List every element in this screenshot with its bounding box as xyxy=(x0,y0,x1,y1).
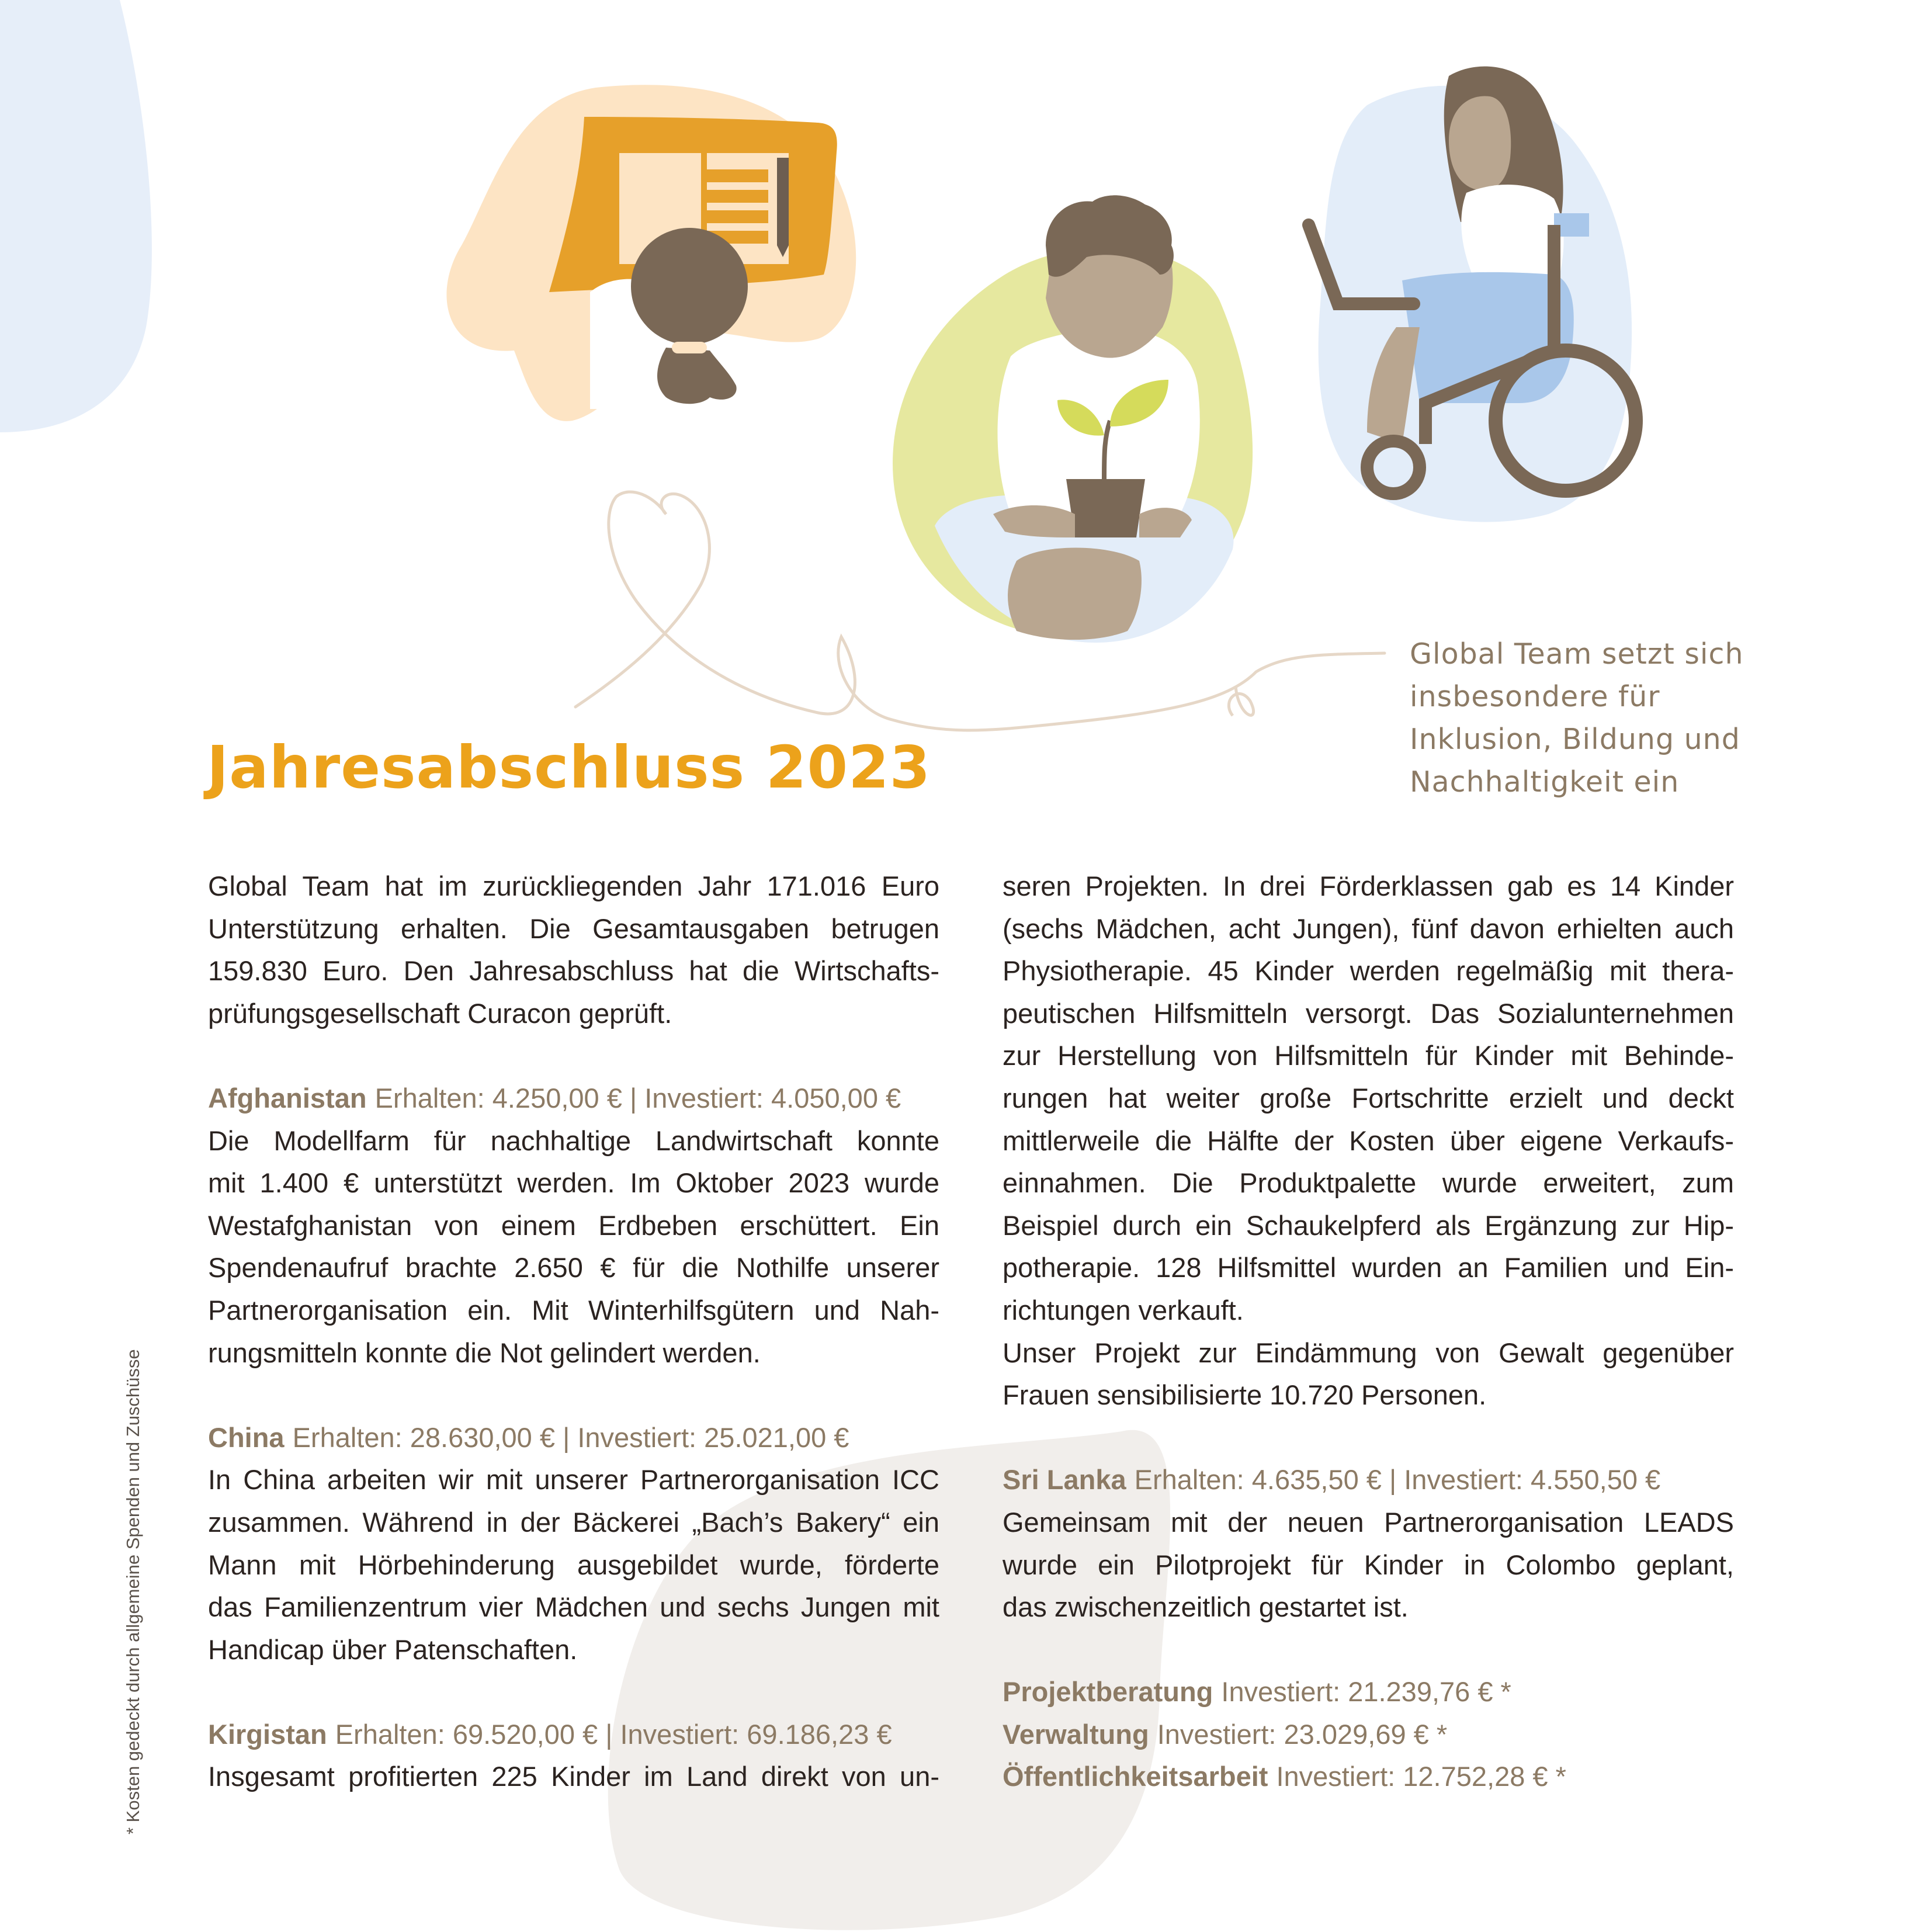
country-name: Sri Lanka xyxy=(1003,1464,1126,1496)
body-line: rungen hat weiter große Fortschritte erz… xyxy=(1003,1082,1734,1114)
country-name: Afghanistan xyxy=(208,1082,367,1114)
page-title: Jahresabschluss 2023 xyxy=(207,733,931,802)
body-line: zusammen. Während in der Bäckerei „Bach’… xyxy=(208,1506,939,1538)
body-line: Handicap über Patenschaften. xyxy=(208,1633,578,1665)
intro-line: Unterstützung erhalten. Die Gesamtausgab… xyxy=(208,913,939,944)
overhead-oeffentlichkeitsarbeit: Öffentlichkeitsarbeit Investiert: 12.752,… xyxy=(1003,1756,1734,1798)
intro-line: prüfungsgesellschaft Curacon geprüft. xyxy=(208,997,672,1029)
caption-line: insbesondere für xyxy=(1410,680,1660,713)
footnote-vertical: * Kosten gedeckt durch allgemeine Spende… xyxy=(123,1349,143,1834)
wheelchair-woman-illustration xyxy=(1302,66,1643,522)
body-line: Gemeinsam mit der neuen Partnerorganisat… xyxy=(1003,1506,1734,1538)
country-amounts: Erhalten: 4.250,00 € | Investiert: 4.050… xyxy=(374,1082,901,1114)
country-amounts: Erhalten: 4.635,50 € | Investiert: 4.550… xyxy=(1134,1464,1661,1496)
body-line: Physiotherapie. 45 Kinder werden regelmä… xyxy=(1003,955,1734,987)
country-amounts: Erhalten: 28.630,00 € | Investiert: 25.0… xyxy=(292,1421,849,1453)
body-line: Westafghanistan von einem Erdbeben ersch… xyxy=(208,1209,939,1241)
body-line: (sechs Mädchen, acht Jungen), fünf davon… xyxy=(1003,913,1734,944)
caption-line: Inklusion, Bildung und xyxy=(1410,723,1740,756)
illustration-caption: Global Team setzt sich insbesondere für … xyxy=(1410,633,1784,803)
body-line: Beispiel durch ein Schaukelpferd als Erg… xyxy=(1003,1209,1734,1241)
overhead-label: Öffentlichkeitsarbeit xyxy=(1003,1761,1268,1792)
body-line: Insgesamt profitierten 225 Kinder im Lan… xyxy=(208,1761,939,1792)
overhead-label: Projektberatung xyxy=(1003,1676,1213,1708)
reading-girl-illustration xyxy=(446,85,856,421)
intro-line: 159.830 Euro. Den Jahresabschluss hat di… xyxy=(208,955,939,987)
body-line: Mann mit Hörbehinderung ausgebildet wurd… xyxy=(208,1549,939,1580)
overhead-amount: Investiert: 21.239,76 € * xyxy=(1221,1676,1511,1708)
body-line: In China arbeiten wir mit unserer Partne… xyxy=(208,1464,939,1496)
body-line: Spendenaufruf brachte 2.650 € für die No… xyxy=(208,1252,939,1284)
body-line: das zwischenzeitlich gestartet ist. xyxy=(1003,1591,1409,1623)
plant-boy-illustration xyxy=(893,195,1253,643)
body-line: Die Modellfarm für nachhaltige Landwirts… xyxy=(208,1125,939,1156)
intro-line: Global Team hat im zurückliegenden Jahr … xyxy=(208,870,939,901)
body-line: rungsmitteln konnte die Not gelindert we… xyxy=(208,1337,761,1368)
body-line: richtungen verkauft. xyxy=(1003,1294,1244,1326)
caption-line: Global Team setzt sich xyxy=(1410,637,1744,671)
overhead-amount: Investiert: 12.752,28 € * xyxy=(1276,1761,1566,1792)
country-amounts: Erhalten: 69.520,00 € | Investiert: 69.1… xyxy=(335,1718,892,1750)
body-line: Unser Projekt zur Eindämmung von Gewalt … xyxy=(1003,1337,1734,1368)
body-line: Partnerorganisation ein. Mit Winterhilfs… xyxy=(208,1294,939,1326)
heart-line-decoration xyxy=(574,490,1386,732)
body-line: wurde ein Pilotprojekt für Kinder in Col… xyxy=(1003,1549,1734,1580)
overhead-amount: Investiert: 23.029,69 € * xyxy=(1157,1718,1448,1750)
left-column: Global Team hat im zurückliegenden Jahr … xyxy=(208,865,939,1798)
background-blob-blue xyxy=(0,0,152,432)
body-line: Frauen sensibilisierte 10.720 Personen. xyxy=(1003,1379,1487,1411)
body-line: peutischen Hilfsmitteln versorgt. Das So… xyxy=(1003,997,1734,1029)
overhead-label: Verwaltung xyxy=(1003,1718,1149,1750)
body-line: zur Herstellung von Hilfsmitteln für Kin… xyxy=(1003,1040,1734,1071)
swirl-loop-decoration xyxy=(1227,686,1255,717)
right-column: seren Projekten. In drei Förderklassen g… xyxy=(1003,865,1734,1798)
body-line: mittlerweile die Hälfte der Kosten über … xyxy=(1003,1125,1734,1156)
background-blob-beige xyxy=(608,1430,1171,1930)
body-line: einnahmen. Die Produktpalette wurde erwe… xyxy=(1003,1167,1734,1199)
body-line: seren Projekten. In drei Förderklassen g… xyxy=(1003,870,1734,901)
caption-line: Nachhaltigkeit ein xyxy=(1410,765,1680,799)
body-line: potherapie. 128 Hilfsmittel wurden an Fa… xyxy=(1003,1252,1734,1284)
body-line: mit 1.400 € unterstützt werden. Im Oktob… xyxy=(208,1167,939,1199)
country-name: China xyxy=(208,1421,285,1453)
body-line: das Familienzentrum vier Mädchen und sec… xyxy=(208,1591,939,1623)
country-name: Kirgistan xyxy=(208,1718,327,1750)
